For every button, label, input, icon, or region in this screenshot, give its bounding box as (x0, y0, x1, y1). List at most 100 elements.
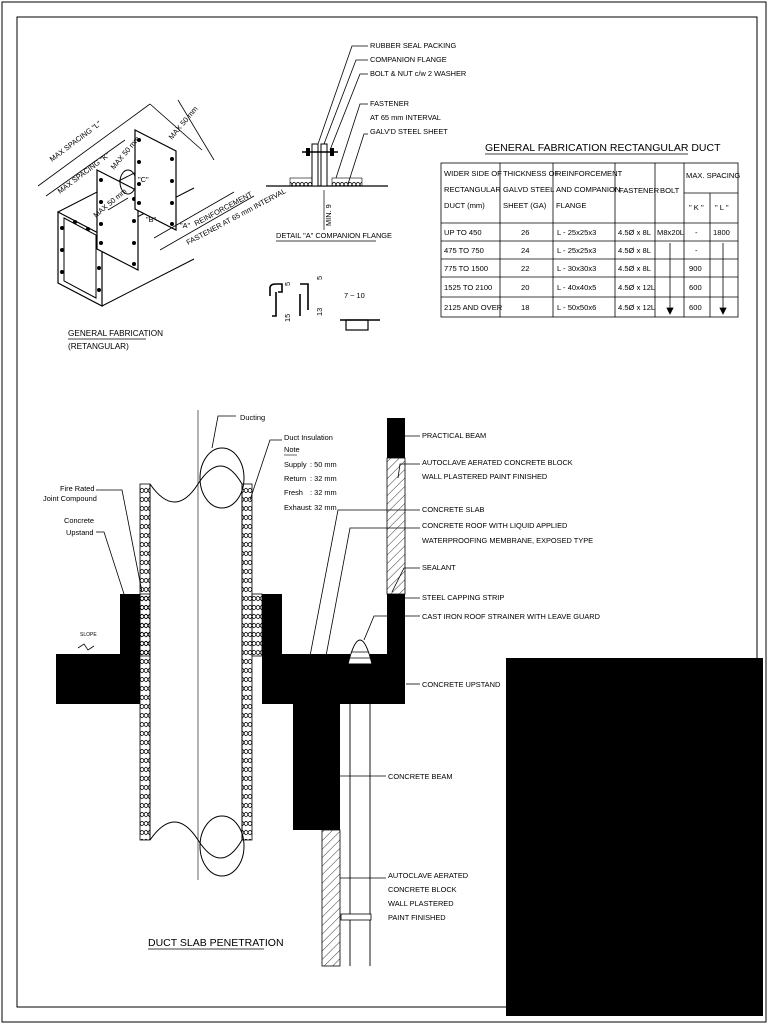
fire-rated-label-1: Fire Rated (60, 484, 95, 493)
seam-dim-15: 15 (283, 314, 292, 322)
row3-reinf: L - 30x30x3 (557, 264, 596, 273)
seam-dim-5b: 5 (315, 276, 324, 280)
row5-k: 600 (689, 303, 702, 312)
row4-reinf: L - 40x40x5 (557, 283, 596, 292)
spec-table-header: WIDER SIDE OF RECTANGULAR DUCT (mm) THIC… (444, 169, 740, 212)
ins-return-value: : 32 mm (310, 474, 337, 483)
callout-galvd-sheet: GALV'D STEEL SHEET (370, 127, 448, 136)
upstand-label: CONCRETE UPSTAND (422, 680, 500, 689)
duct-section (56, 410, 406, 967)
section-left-labels: Fire Rated Joint Compound Concrete Upsta… (43, 484, 97, 638)
seam-details (269, 283, 380, 331)
row1-side: UP TO 450 (444, 228, 482, 237)
row1-k: - (695, 228, 698, 237)
min-9-label: MIN. 9 (324, 204, 333, 226)
slope-label: SLOPE (80, 632, 97, 638)
spec-table-rows: UP TO 450 26 L - 25x25x3 4.5Ø x 8L M8x20… (444, 228, 730, 312)
seam-dimension-labels: 5 15 5 13 7 ~ 10 (283, 276, 365, 322)
table-title: GENERAL FABRICATION RECTANGULAR DUCT (485, 142, 721, 154)
row3-side: 775 TO 1500 (444, 264, 488, 273)
detail-a-leaders (317, 45, 368, 185)
row5-reinf: L - 50x50x6 (557, 303, 596, 312)
seam-dim-13: 13 (315, 308, 324, 316)
section-leaders (96, 415, 420, 879)
hdr-wider-side-3: DUCT (mm) (444, 201, 485, 210)
fire-rated-label-2: Joint Compound (43, 494, 97, 503)
aac-bottom-label-1: AUTOCLAVE AERATED (388, 871, 468, 880)
strainer-label: CAST IRON ROOF STRAINER WITH LEAVE GUARD (422, 612, 600, 621)
row1-reinf: L - 25x25x3 (557, 228, 596, 237)
ins-fresh-value: : 32 mm (310, 488, 337, 497)
capping-label: STEEL CAPPING STRIP (422, 593, 504, 602)
detail-a-drawing (266, 143, 388, 230)
callout-bolt-nut: BOLT & NUT c/w 2 WASHER (370, 69, 466, 78)
row2-side: 475 TO 750 (444, 246, 484, 255)
ducting-label: Ducting (240, 413, 265, 422)
row4-fast: 4.5Ø x 12L (618, 283, 655, 292)
detail-a-title: DETAIL "A" COMPANION FLANGE (276, 231, 392, 240)
row4-side: 1525 TO 2100 (444, 283, 492, 292)
hdr-l: " L " (715, 203, 729, 212)
ref-b-label: "B" (146, 215, 157, 224)
hdr-reinforcement-3: FLANGE (556, 201, 586, 210)
ins-exhaust-value: : 32 mm (310, 503, 337, 512)
row1-bolt: M8x20L (657, 228, 684, 237)
fabrication-subtitle: (RETANGULAR) (68, 342, 129, 351)
insulation-title: Duct Insulation (284, 433, 333, 442)
redacted-block (506, 658, 763, 1016)
concrete-beam-label: CONCRETE BEAM (388, 772, 452, 781)
aac-bottom-label-3: WALL PLASTERED (388, 899, 454, 908)
seam-dim-5a: 5 (283, 282, 292, 286)
spec-table-grid (440, 162, 739, 318)
row3-ga: 22 (521, 264, 529, 273)
row4-ga: 20 (521, 283, 529, 292)
row4-k: 600 (689, 283, 702, 292)
practical-beam-label: PRACTICAL BEAM (422, 431, 486, 440)
insulation-note: Ducting Duct Insulation Note Supply : 50… (240, 413, 337, 512)
ref-c-label: "C" (138, 175, 149, 184)
row1-ga: 26 (521, 228, 529, 237)
callout-rubber-seal: RUBBER SEAL PACKING (370, 41, 456, 50)
row1-fast: 4.5Ø x 8L (618, 228, 651, 237)
roof-label-1: CONCRETE ROOF WITH LIQUID APPLIED (422, 521, 567, 530)
hdr-thickness-1: THICKNESS OF (503, 169, 559, 178)
row5-fast: 4.5Ø x 12L (618, 303, 655, 312)
seam-dim-7-10: 7 ~ 10 (344, 291, 365, 300)
hdr-max-spacing: MAX. SPACING (686, 171, 740, 180)
hdr-bolt: BOLT (660, 186, 680, 195)
callout-interval: AT 65 mm INTERVAL (370, 113, 441, 122)
hdr-wider-side-2: RECTANGULAR (444, 185, 501, 194)
section-title: DUCT SLAB PENETRATION (148, 937, 284, 949)
ins-fresh-name: Fresh (284, 488, 303, 497)
row1-l: 1800 (713, 228, 730, 237)
row3-k: 900 (689, 264, 702, 273)
inner-border (16, 16, 758, 1008)
callout-companion-flange: COMPANION FLANGE (370, 55, 447, 64)
row5-side: 2125 AND OVER (444, 303, 503, 312)
hdr-thickness-2: GALVD STEEL (503, 185, 554, 194)
aac-bottom-label-2: CONCRETE BLOCK (388, 885, 457, 894)
section-right-labels: PRACTICAL BEAM AUTOCLAVE AERATED CONCRET… (388, 431, 600, 922)
row5-ga: 18 (521, 303, 529, 312)
max-spacing-l-label: MAX SPACING "L" (48, 119, 103, 164)
concrete-upstand-left-1: Concrete (64, 516, 94, 525)
row2-ga: 24 (521, 246, 529, 255)
ref-a-label: "A" (180, 221, 191, 230)
ins-supply-value: : 50 mm (310, 460, 337, 469)
ins-supply-name: Supply (284, 460, 307, 469)
fabrication-isometric (37, 99, 255, 307)
detail-a-callouts: RUBBER SEAL PACKING COMPANION FLANGE BOL… (370, 41, 466, 136)
row2-k: - (695, 246, 698, 255)
hdr-k: " K " (689, 203, 704, 212)
roof-label-2: WATERPROOFING MEMBRANE, EXPOSED TYPE (422, 536, 593, 545)
row2-reinf: L - 25x25x3 (557, 246, 596, 255)
row3-fast: 4.5Ø x 8L (618, 264, 651, 273)
row2-fast: 4.5Ø x 8L (618, 246, 651, 255)
concrete-slab-label: CONCRETE SLAB (422, 505, 484, 514)
ins-exhaust-name: Exhaust (284, 503, 311, 512)
aac-top-label-1: AUTOCLAVE AERATED CONCRETE BLOCK (422, 458, 573, 467)
hdr-wider-side-1: WIDER SIDE OF (444, 169, 502, 178)
spec-table-arrows (666, 243, 727, 315)
hdr-fastener: FASTENER (619, 186, 660, 195)
